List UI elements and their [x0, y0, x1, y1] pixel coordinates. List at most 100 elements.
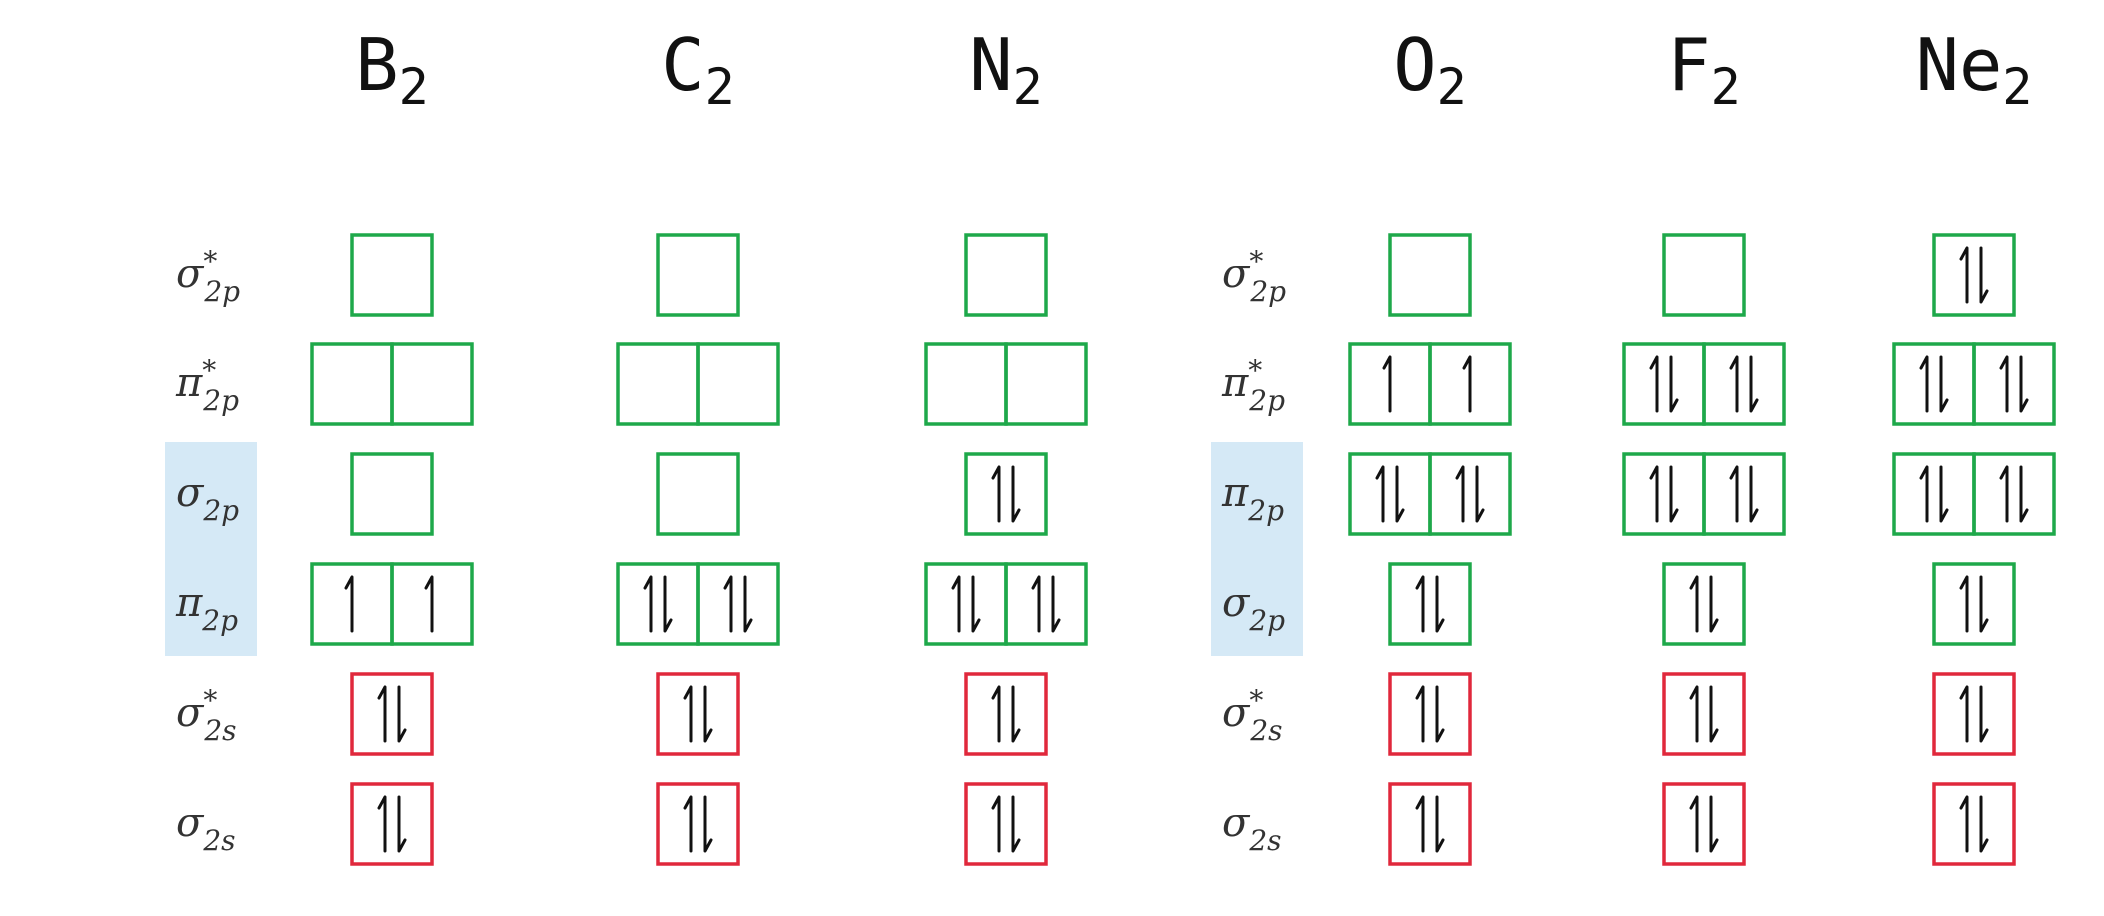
orbital-n-p2p — [924, 562, 1088, 646]
spin-down-arrow — [397, 795, 407, 853]
orbital-labels: σ*2pπ*2pσ2pπ2pσ*2sσ2sσ*2pπ*2pπ2pσ2pσ*2sσ… — [175, 245, 1286, 857]
spin-up-arrow — [1375, 465, 1385, 523]
orbital-box — [1972, 452, 2056, 536]
spin-down-arrow — [2019, 465, 2029, 523]
spin-up-arrow — [991, 795, 1001, 853]
orbital-n-p2p_star — [924, 342, 1088, 426]
molecule-title-o: O2 — [1393, 23, 1466, 116]
spin-down-arrow — [1669, 465, 1679, 523]
orbital-c-s2p — [656, 452, 740, 536]
orbital-label-left-s2p_star: σ*2p — [176, 245, 240, 308]
orbital-box — [924, 562, 1008, 646]
spin-down-arrow — [1011, 685, 1021, 743]
highlight-left — [165, 442, 257, 656]
spin-down-arrow — [1435, 575, 1445, 633]
spin-up-arrow — [723, 575, 733, 633]
spin-up-arrow — [1999, 465, 2009, 523]
spin-down-arrow — [1709, 575, 1719, 633]
spin-down-arrow — [1749, 465, 1759, 523]
orbital-label-left-s2s_star: σ*2s — [176, 684, 237, 747]
orbital-box — [656, 782, 740, 866]
molecule-title-ne: Ne2 — [1916, 23, 2033, 116]
orbital-n-s2s — [964, 782, 1048, 866]
spin-up-arrow — [1415, 685, 1425, 743]
orbital-c-s2s_star — [656, 672, 740, 756]
orbital-box — [1388, 233, 1472, 317]
orbital-f-s2p_star — [1662, 233, 1746, 317]
orbital-label-left-p2p: π2p — [175, 580, 238, 637]
spin-up-arrow — [1415, 795, 1425, 853]
orbital-ne-p2p — [1892, 452, 2056, 536]
molecule-title-b: B2 — [355, 23, 428, 116]
spin-up-arrow — [1649, 355, 1659, 413]
molecule-title-f: F2 — [1667, 23, 1740, 116]
spin-up-arrow — [377, 685, 387, 743]
orbital-box — [964, 672, 1048, 756]
orbital-boxes — [310, 233, 2056, 866]
orbital-f-s2s_star — [1662, 672, 1746, 756]
spin-up-arrow — [1649, 465, 1659, 523]
orbital-label-left-p2p_star: π*2p — [175, 354, 239, 417]
spin-up-arrow — [1999, 355, 2009, 413]
spin-up-arrow — [991, 465, 1001, 523]
orbital-box — [1932, 782, 2016, 866]
spin-down-arrow — [1395, 465, 1405, 523]
highlight-layer — [165, 442, 1303, 656]
spin-up-arrow — [683, 685, 693, 743]
orbital-b-s2p_star — [350, 233, 434, 317]
spin-down-arrow — [1979, 685, 1989, 743]
orbital-b-s2p — [350, 452, 434, 536]
orbital-ne-s2p — [1932, 562, 2016, 646]
orbital-box — [1622, 342, 1706, 426]
orbital-box — [656, 233, 740, 317]
spin-down-arrow — [1435, 685, 1445, 743]
spin-up-arrow — [643, 575, 653, 633]
spin-up-arrow — [424, 575, 434, 633]
spin-down-arrow — [1979, 246, 1989, 304]
orbital-n-s2p — [964, 452, 1048, 536]
orbital-c-s2p_star — [656, 233, 740, 317]
spin-up-arrow — [1959, 246, 1969, 304]
orbital-box — [1428, 452, 1512, 536]
spin-down-arrow — [1749, 355, 1759, 413]
spin-up-arrow — [1959, 575, 1969, 633]
orbital-box — [1892, 452, 1976, 536]
orbital-f-s2s — [1662, 782, 1746, 866]
orbital-box — [1388, 562, 1472, 646]
highlight-right — [1211, 442, 1303, 656]
spin-up-arrow — [1919, 355, 1929, 413]
spin-up-arrow — [344, 575, 354, 633]
orbital-label-right-s2p: σ2p — [1222, 580, 1285, 637]
orbital-f-s2p — [1662, 562, 1746, 646]
orbital-n-s2s_star — [964, 672, 1048, 756]
spin-down-arrow — [663, 575, 673, 633]
orbital-box — [924, 342, 1008, 426]
spin-down-arrow — [1435, 795, 1445, 853]
orbital-box — [1004, 562, 1088, 646]
orbital-c-s2s — [656, 782, 740, 866]
spin-down-arrow — [397, 685, 407, 743]
orbital-label-right-p2p_star: π*2p — [1221, 354, 1285, 417]
orbital-box — [1004, 342, 1088, 426]
orbital-o-p2p_star — [1348, 342, 1512, 426]
spin-down-arrow — [1939, 355, 1949, 413]
orbital-b-p2p — [310, 562, 474, 646]
orbital-label-right-s2s: σ2s — [1222, 800, 1282, 857]
spin-down-arrow — [1709, 795, 1719, 853]
orbital-box — [350, 452, 434, 536]
molecule-title-c: C2 — [661, 23, 734, 116]
orbital-ne-p2p_star — [1892, 342, 2056, 426]
spin-down-arrow — [703, 685, 713, 743]
orbital-label-left-s2s: σ2s — [176, 800, 236, 857]
spin-up-arrow — [1382, 355, 1392, 413]
orbital-box — [964, 233, 1048, 317]
orbital-o-s2s — [1388, 782, 1472, 866]
spin-up-arrow — [951, 575, 961, 633]
spin-down-arrow — [743, 575, 753, 633]
orbital-box — [1662, 233, 1746, 317]
orbital-box — [1702, 452, 1786, 536]
orbital-box — [696, 342, 780, 426]
orbital-box — [1892, 342, 1976, 426]
spin-up-arrow — [1689, 685, 1699, 743]
